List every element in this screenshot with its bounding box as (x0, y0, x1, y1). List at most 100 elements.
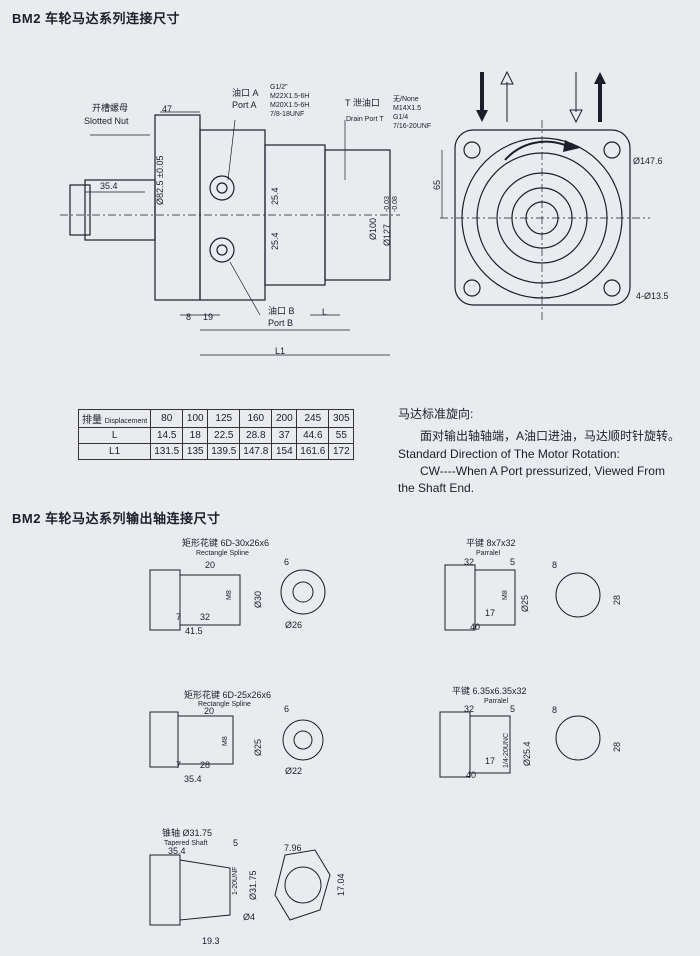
shaft1-title-cn: 矩形花键 6D-30x26x6 (182, 538, 270, 548)
shaft4-dim-5: 5 (510, 704, 516, 714)
dim-127-tol-lo: -0.08 (392, 196, 399, 212)
shaft1-title-en: Rectangle Spline (196, 550, 249, 557)
shaft2-body (444, 564, 476, 631)
shaft4-dim-28: 28 (612, 741, 622, 752)
shaft2-section (555, 572, 601, 618)
table-cell: 131.5 (150, 443, 184, 460)
shaft1-dim-6: 6 (284, 557, 290, 567)
port-a-circle (209, 175, 235, 201)
shaft3-thread: M8 (222, 736, 229, 746)
shaft5-dim-19-3: 19.3 (202, 936, 220, 946)
dim-L: L (322, 307, 328, 317)
table-header-cell: 200 (271, 409, 298, 428)
table-row-label: L1 (77, 443, 152, 460)
shaft5-dim-4: Ø4 (243, 912, 256, 922)
dim-35-4: 35.4 (100, 181, 118, 191)
shaft5-title-en: Tapered Shaft (164, 840, 208, 847)
table-row-label: L (77, 427, 152, 444)
end-view (440, 120, 650, 320)
shaft3-dim-28: 28 (200, 760, 211, 770)
shaft3-dim-20: 20 (204, 706, 215, 716)
rotation-text-cn: 面对输出轴轴端，A油口进油，马达顺时针旋转。 (420, 429, 681, 443)
table-header-cell: 245 (296, 409, 330, 428)
table-row: L1 131.5 135 139.5 147.8 154 161.6 172 (77, 443, 355, 460)
rotation-text-en-2: the Shaft End. (398, 481, 475, 495)
table-cell: 55 (328, 427, 355, 444)
port-a-label-cn: 油口 A (232, 88, 259, 98)
drain-label-en: Drain Port T (346, 116, 384, 123)
shaft2-dim-28: 28 (612, 594, 622, 605)
shaft5-dim-31-75: Ø31.75 (248, 870, 258, 900)
section-title-shafts: BM2 车轮马达系列输出轴连接尺寸 (12, 511, 221, 526)
port-a-label-en: Port A (232, 100, 257, 110)
slotted-nut-shape (69, 184, 91, 236)
shaft2-dim-32: 32 (464, 557, 475, 567)
port-a-spec-4: 7/8-18UNF (270, 111, 305, 118)
flange (154, 114, 201, 301)
dim-65: 65 (432, 179, 442, 190)
table-header-row: 排量 Displacement 80 100 125 160 200 245 3… (77, 409, 355, 428)
table-cell: 135 (182, 443, 209, 460)
shaft4-dim-17: 17 (485, 756, 496, 766)
table-header-cell: 125 (207, 409, 241, 428)
bolt-hole-tl (463, 141, 481, 159)
dim-L1: L1 (275, 346, 286, 356)
shaft2-dim-25: Ø25 (520, 594, 530, 612)
dim-147-6: Ø147.6 (633, 156, 663, 166)
table-cell: 18 (182, 427, 209, 444)
port-b-label-en: Port B (268, 318, 294, 328)
shaft4-dim-8: 8 (552, 705, 558, 715)
table-header-cell: 100 (182, 409, 209, 428)
shaft5-dim-17-04: 17.04 (336, 873, 346, 896)
shaft3-dim-35-4: 35.4 (184, 774, 202, 784)
shaft2-dim-17: 17 (485, 608, 496, 618)
shaft5-body (149, 854, 181, 926)
shaft4-body (439, 711, 471, 778)
shaft3-dim-7: 7 (176, 760, 182, 770)
port-b-circle (209, 237, 235, 263)
table-cell: 44.6 (296, 427, 330, 444)
shaft4-dim-40: 40 (466, 770, 477, 780)
dim-13-5: 4-Ø13.5 (636, 291, 669, 301)
shaft2-thread: M8 (502, 590, 509, 600)
shaft2-dim-40: 40 (470, 622, 481, 632)
dim-19: 19 (203, 312, 214, 322)
table-row: L 14.5 18 22.5 28.8 37 44.6 55 (77, 427, 355, 444)
output-shaft (84, 179, 156, 241)
bolt-hole-bl (463, 279, 481, 297)
dim-100: Ø100 (368, 217, 378, 240)
shaft1-dim-20: 20 (205, 560, 216, 570)
table-cell: 139.5 (207, 443, 241, 460)
end-cap (324, 149, 391, 281)
dim-82-5: Ø82.5 ±0.05 (155, 155, 165, 205)
dim-8: 8 (186, 312, 192, 322)
table-header-cn: 排量 (82, 415, 102, 426)
rotation-title-en: Standard Direction of The Motor Rotation… (398, 447, 620, 461)
port-a-spec-2: M22X1.5-6H (270, 93, 310, 100)
shaft1-dim-32: 32 (200, 612, 211, 622)
shaft3-dim-25: Ø25 (253, 738, 263, 756)
shaft1-dim-30: Ø30 (253, 590, 263, 608)
slotted-nut-label-en: Slotted Nut (84, 116, 129, 126)
dim-127-tol-hi: -0.03 (384, 196, 391, 212)
shaft2-dim-5: 5 (510, 557, 516, 567)
rotation-text-en-1: CW----When A Port pressurized, Viewed Fr… (420, 464, 665, 478)
drain-spec-2: M14X1.5 (393, 105, 422, 112)
shaft5-dim-7-96: 7.96 (284, 843, 302, 853)
shaft5-dim-35-4: 35.4 (168, 846, 186, 856)
shaft1-section (280, 569, 326, 615)
dim-47: 47 (162, 104, 173, 114)
shaft3-dim-6: 6 (284, 704, 290, 714)
rotation-arrow (504, 140, 566, 161)
shaft2-title-cn: 平键 8x7x32 (466, 538, 516, 548)
shaft3-dim-22: Ø22 (285, 766, 303, 776)
shaft2-dim-8: 8 (552, 560, 558, 570)
table-cell: 28.8 (239, 427, 273, 444)
displacement-table: 排量 Displacement 80 100 125 160 200 245 3… (77, 409, 355, 460)
table-cell: 154 (271, 443, 298, 460)
shaft5-title-cn: 锥轴 Ø31.75 (162, 828, 213, 838)
port-a-spec-3: M20X1.5-6H (270, 102, 310, 109)
shaft4-dim-32: 32 (464, 704, 475, 714)
shaft1-dim-26: Ø26 (285, 620, 303, 630)
